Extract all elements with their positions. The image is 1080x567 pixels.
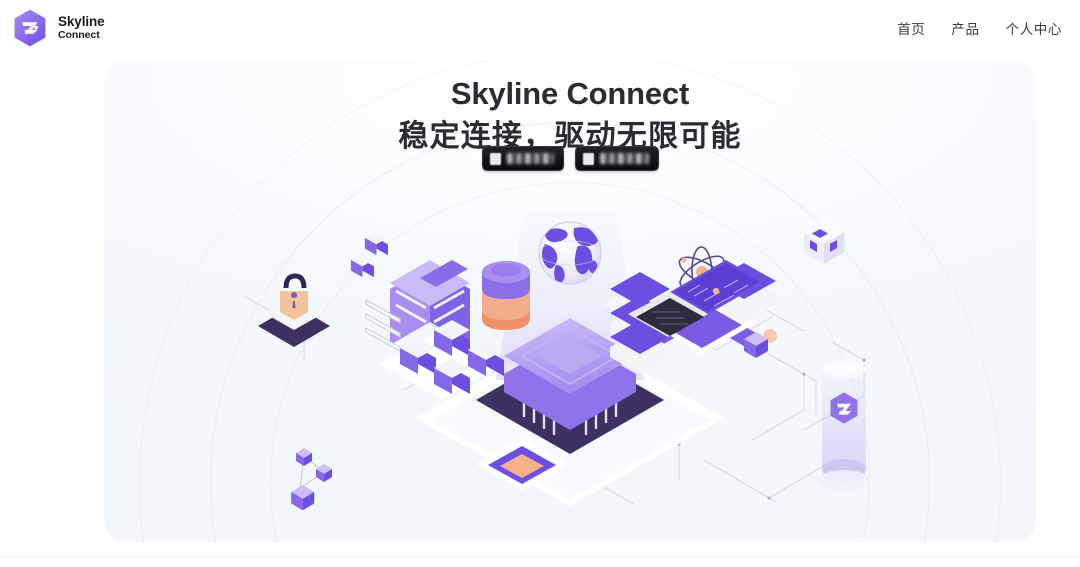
hero-subtitle: 稳定连接，驱动无限可能	[398, 120, 742, 153]
floating-cube-pair	[350, 231, 388, 278]
laptop	[628, 260, 764, 337]
bottom-divider	[0, 556, 1080, 557]
store-badge-primary-label	[506, 153, 554, 164]
site-header: Skyline Connect 首页 产品 个人中心	[0, 0, 1080, 56]
store-badge-secondary-label	[599, 153, 649, 164]
logo-capsule	[818, 361, 870, 490]
laptop-dashboard	[606, 260, 776, 374]
skyline-connect-hexagon-logo-icon	[14, 9, 46, 47]
brand-name: Skyline Connect	[58, 13, 105, 42]
hero-content: Skyline Connect 稳定连接，驱动无限可能	[104, 60, 1036, 542]
store-badge-icon	[489, 152, 501, 165]
nav-item-home[interactable]: 首页	[897, 22, 926, 37]
padlock-node	[258, 273, 330, 347]
cpu-chip	[476, 318, 664, 454]
hero-card: Skyline Connect 稳定连接，驱动无限可能	[104, 60, 1036, 542]
cube-grid	[380, 320, 504, 400]
store-badge-primary[interactable]	[481, 146, 564, 171]
store-badge-icon	[582, 152, 594, 165]
main-navigation: 首页 产品 个人中心	[897, 18, 1072, 38]
server-rack	[365, 260, 470, 353]
isometric-network-illustration	[243, 210, 870, 511]
brand-name-line2: Connect	[58, 29, 100, 42]
hero-cta-row	[104, 146, 1036, 171]
node-cluster	[291, 448, 332, 511]
nav-item-products[interactable]: 产品	[951, 22, 980, 37]
brand-name-line1: Skyline	[58, 13, 105, 29]
database-cylinder	[482, 261, 530, 330]
globe	[538, 221, 602, 285]
accent-tile	[476, 438, 568, 490]
store-badge-secondary[interactable]	[574, 146, 659, 171]
accent-cube	[744, 329, 777, 358]
brand-logo[interactable]: Skyline Connect	[8, 8, 105, 48]
nav-item-user-center[interactable]: 个人中心	[1005, 22, 1062, 37]
hero-title: Skyline Connect	[450, 76, 690, 111]
light-beam	[496, 210, 644, 380]
floating-cube	[804, 220, 844, 264]
capsule-logo-icon	[830, 392, 858, 424]
